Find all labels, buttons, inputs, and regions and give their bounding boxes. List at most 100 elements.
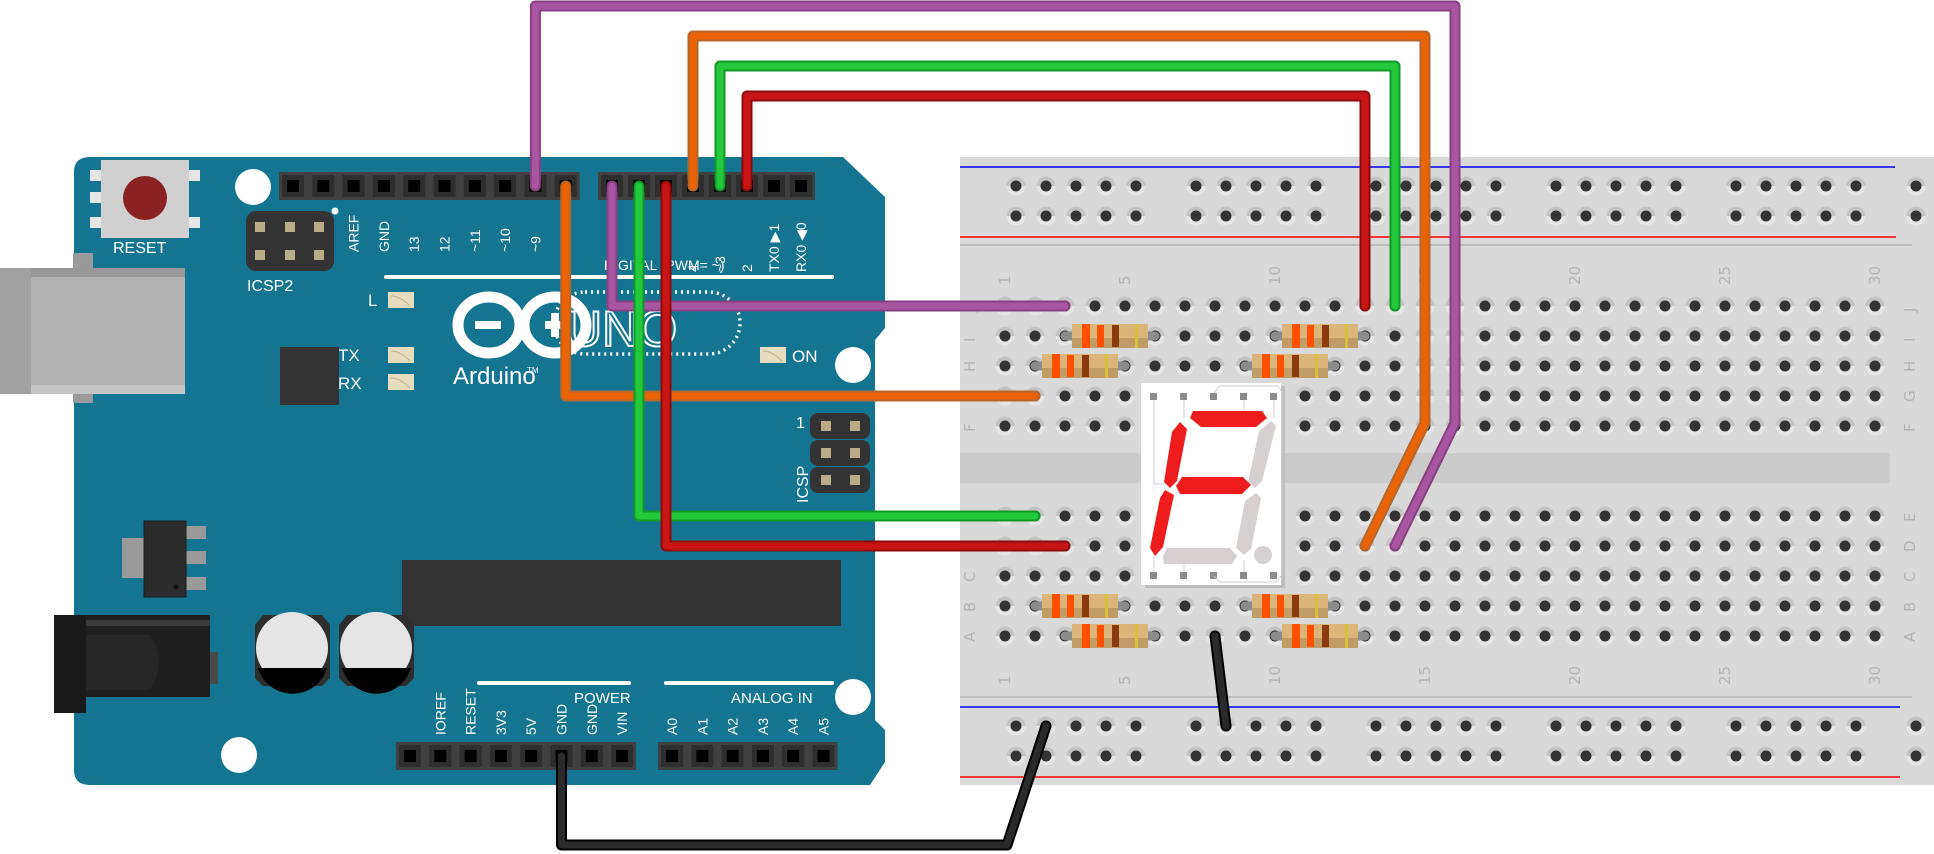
breadboard-hole[interactable]: [1509, 390, 1521, 402]
breadboard-hole[interactable]: [1179, 300, 1191, 312]
breadboard-hole[interactable]: [1310, 180, 1322, 192]
breadboard-hole[interactable]: [1869, 540, 1881, 552]
breadboard-hole[interactable]: [1689, 360, 1701, 372]
breadboard-hole[interactable]: [1359, 390, 1371, 402]
breadboard-hole[interactable]: [1629, 570, 1641, 582]
breadboard-hole[interactable]: [1179, 630, 1191, 642]
header-pin[interactable]: [404, 750, 416, 762]
breadboard-hole[interactable]: [1479, 330, 1491, 342]
breadboard-hole[interactable]: [1089, 510, 1101, 522]
breadboard-hole[interactable]: [1179, 330, 1191, 342]
breadboard-hole[interactable]: [1779, 540, 1791, 552]
breadboard-hole[interactable]: [1419, 510, 1431, 522]
breadboard-hole[interactable]: [1179, 600, 1191, 612]
breadboard-hole[interactable]: [1599, 420, 1611, 432]
breadboard-hole[interactable]: [1670, 720, 1682, 732]
breadboard-hole[interactable]: [1190, 720, 1202, 732]
breadboard-hole[interactable]: [1220, 750, 1232, 762]
breadboard-hole[interactable]: [1629, 330, 1641, 342]
breadboard-hole[interactable]: [1299, 300, 1311, 312]
breadboard-hole[interactable]: [1670, 180, 1682, 192]
breadboard-hole[interactable]: [1730, 180, 1742, 192]
breadboard-hole[interactable]: [1689, 540, 1701, 552]
breadboard-hole[interactable]: [1119, 540, 1131, 552]
breadboard-hole[interactable]: [1569, 300, 1581, 312]
breadboard-hole[interactable]: [1329, 300, 1341, 312]
breadboard-hole[interactable]: [1460, 720, 1472, 732]
breadboard-hole[interactable]: [1760, 750, 1772, 762]
breadboard-hole[interactable]: [1719, 510, 1731, 522]
breadboard-hole[interactable]: [1460, 210, 1472, 222]
breadboard-hole[interactable]: [1010, 720, 1022, 732]
breadboard-hole[interactable]: [1839, 330, 1851, 342]
breadboard-hole[interactable]: [1689, 570, 1701, 582]
breadboard-hole[interactable]: [1779, 630, 1791, 642]
breadboard-hole[interactable]: [1119, 390, 1131, 402]
breadboard-hole[interactable]: [1730, 720, 1742, 732]
breadboard-hole[interactable]: [1910, 750, 1922, 762]
breadboard-hole[interactable]: [1689, 300, 1701, 312]
header-pin[interactable]: [408, 180, 421, 192]
breadboard-hole[interactable]: [1659, 600, 1671, 612]
breadboard-hole[interactable]: [1689, 510, 1701, 522]
breadboard-hole[interactable]: [1209, 330, 1221, 342]
breadboard-hole[interactable]: [1839, 510, 1851, 522]
breadboard-hole[interactable]: [1629, 510, 1641, 522]
header-pin[interactable]: [616, 750, 629, 762]
breadboard-hole[interactable]: [999, 600, 1011, 612]
breadboard-hole[interactable]: [1869, 420, 1881, 432]
breadboard-hole[interactable]: [1250, 180, 1262, 192]
breadboard-hole[interactable]: [1580, 180, 1592, 192]
breadboard-hole[interactable]: [1509, 330, 1521, 342]
breadboard-hole[interactable]: [1119, 570, 1131, 582]
breadboard-hole[interactable]: [1869, 330, 1881, 342]
breadboard-hole[interactable]: [1839, 630, 1851, 642]
breadboard-hole[interactable]: [1850, 180, 1862, 192]
breadboard-hole[interactable]: [1850, 720, 1862, 732]
breadboard-hole[interactable]: [1610, 750, 1622, 762]
breadboard-hole[interactable]: [1670, 210, 1682, 222]
header-pin[interactable]: [585, 750, 598, 762]
header-pin[interactable]: [787, 750, 800, 762]
breadboard-hole[interactable]: [1430, 750, 1442, 762]
header-pin[interactable]: [377, 180, 390, 192]
breadboard-hole[interactable]: [1820, 750, 1832, 762]
breadboard-hole[interactable]: [1779, 510, 1791, 522]
breadboard-hole[interactable]: [1610, 720, 1622, 732]
breadboard-hole[interactable]: [1509, 360, 1521, 372]
breadboard-hole[interactable]: [1479, 360, 1491, 372]
breadboard-hole[interactable]: [1569, 360, 1581, 372]
breadboard-hole[interactable]: [1479, 390, 1491, 402]
breadboard-hole[interactable]: [1839, 420, 1851, 432]
breadboard-hole[interactable]: [1370, 180, 1382, 192]
breadboard-hole[interactable]: [1809, 330, 1821, 342]
breadboard-hole[interactable]: [1239, 630, 1251, 642]
breadboard-hole[interactable]: [1010, 180, 1022, 192]
breadboard-hole[interactable]: [1749, 600, 1761, 612]
breadboard-hole[interactable]: [1629, 600, 1641, 612]
breadboard-hole[interactable]: [1659, 510, 1671, 522]
breadboard-hole[interactable]: [1779, 420, 1791, 432]
breadboard-hole[interactable]: [1389, 630, 1401, 642]
breadboard-hole[interactable]: [1779, 360, 1791, 372]
breadboard-hole[interactable]: [1310, 720, 1322, 732]
breadboard-hole[interactable]: [1599, 510, 1611, 522]
breadboard-hole[interactable]: [1209, 600, 1221, 612]
breadboard-hole[interactable]: [1329, 390, 1341, 402]
breadboard-hole[interactable]: [1059, 510, 1071, 522]
breadboard-hole[interactable]: [999, 330, 1011, 342]
wire-black-common[interactable]: [1209, 630, 1232, 732]
breadboard-hole[interactable]: [1869, 630, 1881, 642]
breadboard-hole[interactable]: [1490, 720, 1502, 732]
breadboard-hole[interactable]: [1610, 180, 1622, 192]
breadboard-hole[interactable]: [1509, 540, 1521, 552]
breadboard-hole[interactable]: [1760, 720, 1772, 732]
header-pin[interactable]: [468, 180, 481, 192]
breadboard-hole[interactable]: [1790, 210, 1802, 222]
breadboard-hole[interactable]: [1580, 210, 1592, 222]
breadboard-hole[interactable]: [1449, 510, 1461, 522]
breadboard-hole[interactable]: [1299, 510, 1311, 522]
breadboard-hole[interactable]: [1820, 180, 1832, 192]
breadboard-hole[interactable]: [1629, 360, 1641, 372]
header-pin[interactable]: [287, 180, 299, 192]
